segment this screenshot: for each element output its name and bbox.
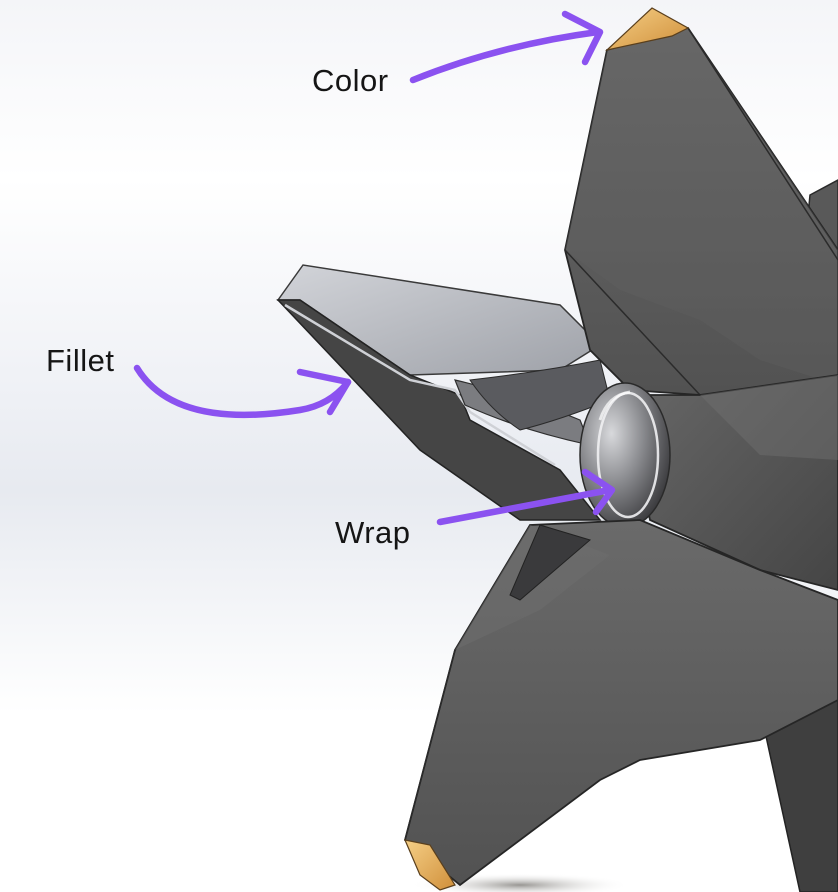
fin-bottom-cutout [509,524,592,601]
tip-bottom-color [403,839,456,891]
fin-left-underside [276,299,602,521]
fin-left-inner-cavity [469,359,611,431]
fin-top-bevel [564,249,701,396]
wrap-arrow-icon [436,468,616,526]
fin-left-fillet-edge [284,303,556,467]
color-arrow-icon [409,10,604,84]
fillet-label: Fillet [46,343,115,378]
fin-bottom-ridge [404,649,456,841]
fin-right-middle-face [700,375,838,460]
central-sphere [579,382,671,528]
sphere-highlight [598,390,631,421]
wrap-label: Wrap [335,515,411,550]
fin-top-side-face [565,28,838,385]
color-label: Color [312,63,389,98]
fin-top-ridge [687,27,838,261]
fillet-arrow-icon [133,364,352,419]
tip-top-color [605,7,690,52]
fin-bottom [403,519,838,887]
